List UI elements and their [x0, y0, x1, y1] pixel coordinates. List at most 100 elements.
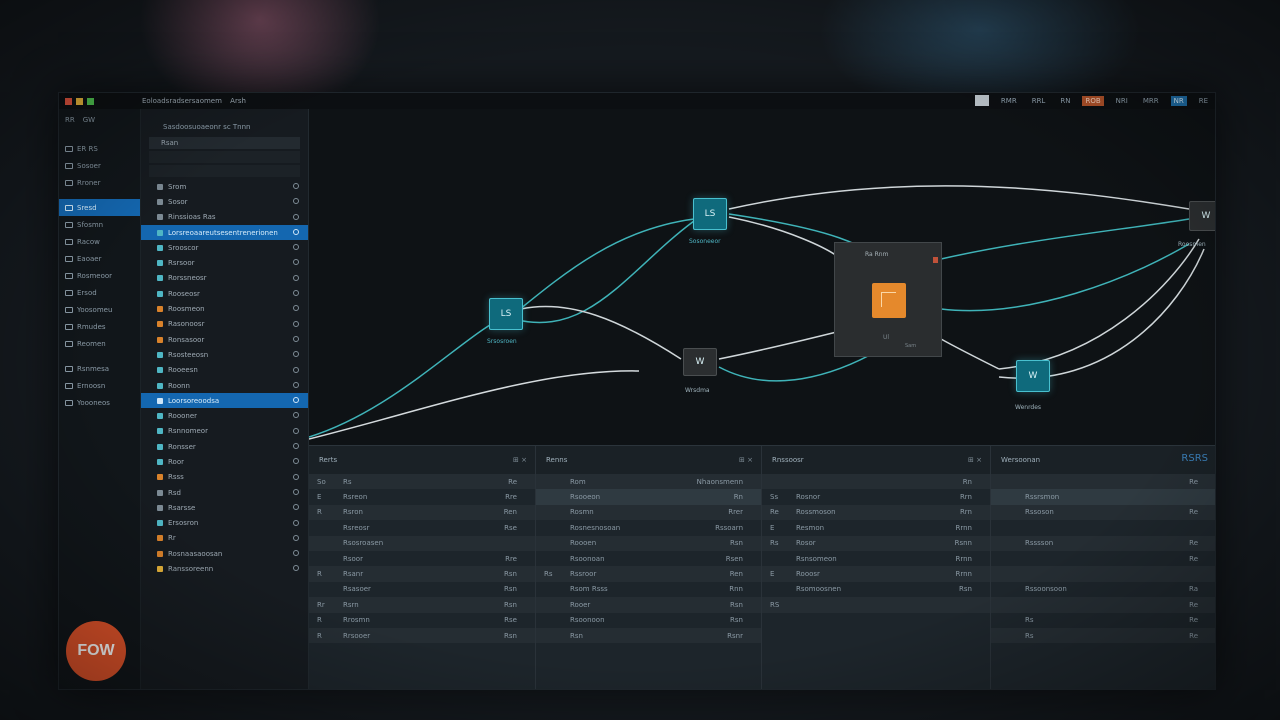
toolbar-item-2[interactable]: RRL: [1031, 96, 1046, 105]
tree-row[interactable]: Roonn: [141, 378, 308, 393]
rail-item[interactable]: Yoosomeu: [59, 301, 140, 318]
tree-row[interactable]: Rorssneosr: [141, 271, 308, 286]
tree-row-status-icon[interactable]: [293, 458, 299, 465]
tree-search-input[interactable]: Rsan: [149, 137, 300, 149]
tree-row-status-icon[interactable]: [293, 213, 299, 220]
tree-row[interactable]: Rinssioas Ras: [141, 210, 308, 225]
tree-row[interactable]: Ronsser: [141, 439, 308, 454]
tree-row[interactable]: Lorsreoaareutsesentrenerionen: [141, 224, 308, 241]
tree-row[interactable]: Rsnnomeor: [141, 424, 308, 439]
tree-row-status-icon[interactable]: [293, 473, 299, 480]
rail-item[interactable]: Ernoosn: [59, 377, 140, 394]
tree-row-status-icon[interactable]: [293, 228, 299, 235]
toolbar-item-5[interactable]: NRI: [1115, 96, 1128, 105]
tree-row[interactable]: Roor: [141, 454, 308, 469]
tree-row-status-icon[interactable]: [293, 351, 299, 358]
tree-row-status-icon[interactable]: [293, 320, 299, 327]
panel-close-icon[interactable]: ⊞ ×: [968, 456, 982, 464]
tree-row-status-icon[interactable]: [293, 397, 299, 404]
toolbar-item-6[interactable]: MRR: [1142, 96, 1159, 105]
tree-row-status-icon[interactable]: [293, 305, 299, 312]
tree-row[interactable]: Rasonoosr: [141, 317, 308, 332]
tree-filter-input-2[interactable]: [149, 165, 300, 177]
toolbar-item-3[interactable]: RN: [1060, 96, 1071, 105]
tree-row[interactable]: Roooner: [141, 408, 308, 423]
tree-row[interactable]: Ronsasoor: [141, 332, 308, 347]
toolbar-square-icon[interactable]: [974, 95, 989, 106]
tree-row-status-icon[interactable]: [293, 244, 299, 251]
tree-row-status-icon[interactable]: [293, 443, 299, 450]
tree-row[interactable]: Roosmeon: [141, 301, 308, 316]
tree-row-status-icon[interactable]: [293, 427, 299, 434]
tree-row-status-icon[interactable]: [293, 534, 299, 541]
minimize-window-icon[interactable]: [76, 97, 83, 105]
rail-item[interactable]: Sosoer: [59, 157, 140, 174]
node-ls-left[interactable]: ᒪS: [489, 298, 523, 330]
toolbar-item-7[interactable]: NR: [1170, 95, 1187, 106]
node-panel-main[interactable]: Ra Rnm Ul Sam: [834, 242, 942, 357]
rail-item[interactable]: Rmudes: [59, 318, 140, 335]
rail-item[interactable]: Yoooneos: [59, 394, 140, 411]
table-row[interactable]: [991, 520, 1215, 535]
node-w-right[interactable]: W: [1189, 201, 1215, 231]
node-w-lower[interactable]: W: [1016, 360, 1050, 392]
maximize-window-icon[interactable]: [87, 97, 94, 105]
rail-item[interactable]: Ersod: [59, 284, 140, 301]
tree-row[interactable]: Rr: [141, 531, 308, 546]
tree-row-status-icon[interactable]: [293, 366, 299, 373]
node-ls-top[interactable]: ᒪS: [693, 198, 727, 230]
tree-row-status-icon[interactable]: [293, 565, 299, 572]
table-row[interactable]: Rn: [762, 474, 990, 490]
tree-row[interactable]: Rosnaasaoosan: [141, 546, 308, 561]
rail-item[interactable]: Rsnmesa: [59, 360, 140, 377]
toolbar-item-8[interactable]: RE: [1198, 96, 1208, 105]
node-canvas[interactable]: ᒪS Srsosroen ᒪS Sosoneeor W Wrsdma W Roo…: [309, 109, 1215, 445]
tree-row[interactable]: Rooeesn: [141, 363, 308, 378]
table-row[interactable]: Re: [991, 551, 1215, 566]
table-row[interactable]: Re: [991, 474, 1215, 490]
tree-row-status-icon[interactable]: [293, 290, 299, 297]
tree-row[interactable]: Loorsoreoodsa: [141, 393, 308, 409]
tree-row[interactable]: Ersosron: [141, 516, 308, 531]
tree-row[interactable]: Rsss: [141, 470, 308, 485]
tree-row[interactable]: Srooscor: [141, 240, 308, 255]
tree-row[interactable]: Rooseosr: [141, 286, 308, 301]
rail-item[interactable]: Racow: [59, 233, 140, 250]
tree-row-status-icon[interactable]: [293, 183, 299, 189]
tree-row-status-icon[interactable]: [293, 519, 299, 526]
tree-row-status-icon[interactable]: [293, 488, 299, 495]
tree-row[interactable]: Rsrsoor: [141, 255, 308, 270]
table-row[interactable]: Rssrsmon: [991, 489, 1215, 505]
node-panel-orange-icon[interactable]: [872, 283, 906, 318]
tree-row-status-icon[interactable]: [293, 381, 299, 388]
close-window-icon[interactable]: [65, 97, 72, 105]
tree-row-status-icon[interactable]: [293, 198, 299, 205]
table-row[interactable]: RS: [762, 597, 990, 613]
